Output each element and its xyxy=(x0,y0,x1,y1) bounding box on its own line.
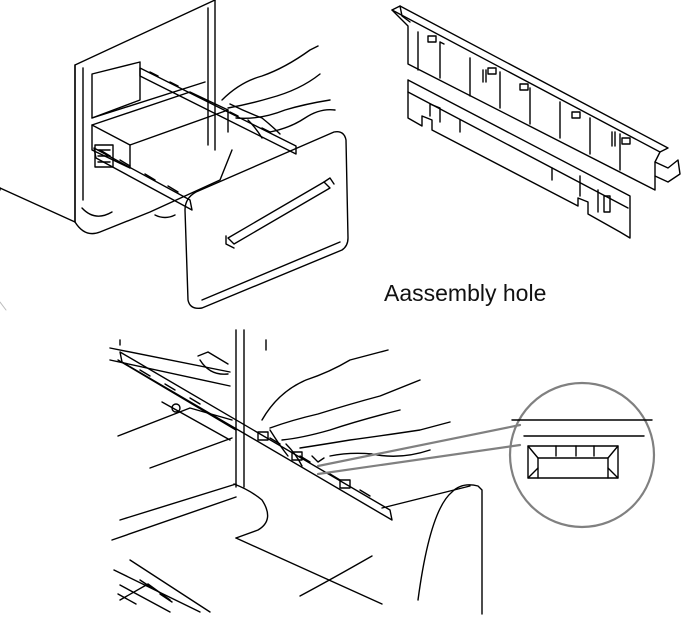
edge-mark xyxy=(0,301,7,311)
callout-line-lower xyxy=(316,443,522,476)
rail-bracket-illustration xyxy=(391,5,681,239)
zoom-callout xyxy=(508,381,656,529)
callout-line xyxy=(316,423,522,468)
drawer-removal-illustration xyxy=(0,0,349,310)
assembly-hole-label: Aassembly hole xyxy=(384,280,547,306)
rail-assembly-illustration xyxy=(109,329,483,615)
